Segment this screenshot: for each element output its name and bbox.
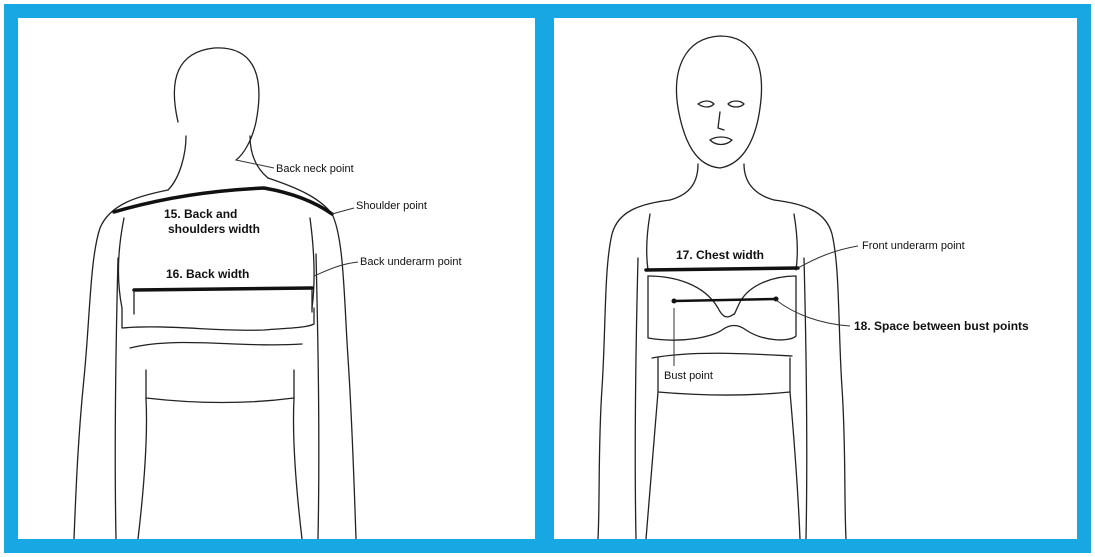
front-left-inner-arm [635,258,638,539]
front-torso-right [790,392,800,539]
front-view-figure: 17. Chest width Front underarm point 18.… [554,18,1077,539]
back-left-inner-arm [115,258,118,539]
shoulder-point-label: Shoulder point [356,200,427,212]
left-bust-point-marker [672,299,677,304]
front-nose [718,112,724,130]
shoulder-point-leader [332,208,354,214]
front-head-outline [677,36,762,168]
front-underarm-point-label: Front underarm point [862,240,965,252]
back-neck-right [250,136,268,178]
bust-point-label: Bust point [664,370,713,382]
front-torso-left [646,392,658,539]
chest-width-line [646,268,798,270]
front-right-arm-outline [774,200,846,539]
back-neck-left [168,136,186,190]
back-underarm-leader [314,262,358,276]
back-view-figure: Back neck point Shoulder point 15. Back … [18,18,535,539]
front-left-eye [698,101,714,107]
back-right-inner-arm [316,254,319,539]
front-left-arm-outline [598,200,670,539]
front-right-inner-arm [804,258,807,539]
front-left-strap [647,214,650,270]
back-shoulders-width-label-1: 15. Back and [164,207,237,221]
back-head-outline [174,48,259,160]
back-shoulders-width-label-2: shoulders width [168,222,260,236]
back-bra-band [122,308,314,330]
front-underbust [652,353,792,358]
front-bra-band [648,276,796,340]
front-left-cup [648,276,734,317]
front-right-cup [734,276,796,314]
back-view-panel: Back neck point Shoulder point 15. Back … [4,4,549,553]
back-torso-left [138,398,147,539]
back-bra-band-lower [130,343,302,348]
chest-width-label: 17. Chest width [676,248,764,262]
back-waist [146,370,294,403]
back-neck-point-label: Back neck point [276,163,354,175]
front-neck-right [744,164,774,200]
back-left-arm-outline [74,190,168,539]
space-between-bust-points-label: 18. Space between bust points [854,319,1029,333]
front-right-eye [728,101,744,107]
front-underarm-leader [798,246,858,268]
back-torso-right [293,398,302,539]
front-view-panel: 17. Chest width Front underarm point 18.… [540,4,1091,553]
back-width-label: 16. Back width [166,267,249,281]
front-mouth [710,137,732,145]
front-neck-left [670,164,698,200]
bust-points-line [674,299,776,301]
back-underarm-point-label: Back underarm point [360,256,462,268]
back-width-line [134,288,312,290]
front-right-strap [794,214,797,270]
back-left-strap [118,218,124,308]
